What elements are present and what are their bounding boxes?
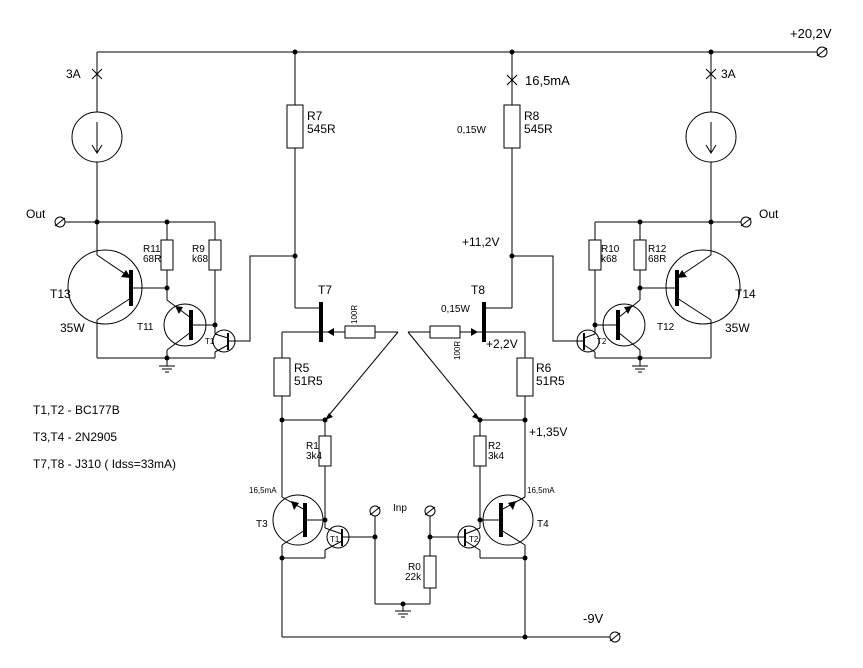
resistor-r1: R1 3k4 xyxy=(306,420,332,520)
right-current-source: 3A xyxy=(685,52,737,222)
resistor-r11: R11 68R xyxy=(143,222,174,300)
note-line-3: T7,T8 - J310 ( Idss=33mA) xyxy=(33,457,176,471)
r2-value: 3k4 xyxy=(488,451,505,462)
resistor-r12: R12 68R xyxy=(633,222,667,300)
transistor-t1: T1 xyxy=(205,325,242,358)
r1-name: R1 xyxy=(306,441,319,452)
r6-name: R6 xyxy=(536,361,552,375)
resistor-r8: R8 545R 0,15W xyxy=(457,52,553,308)
transistor-t14: T14 35W xyxy=(640,222,756,358)
transistor-t4: 16,5mA T4 xyxy=(480,420,555,637)
r2-name: R2 xyxy=(488,441,501,452)
t4-label: T4 xyxy=(537,519,549,530)
resistor-r9: R9 k68 xyxy=(167,221,222,325)
t3-current: 16,5mA xyxy=(249,486,277,495)
r6-value: 51R5 xyxy=(536,374,565,388)
r10-value: k68 xyxy=(601,254,618,265)
t4-current: 16,5mA xyxy=(527,486,555,495)
r8-value: 545R xyxy=(524,122,553,136)
t8-drain-voltage: +11,2V xyxy=(462,235,499,249)
resistor-r0: R0 22k xyxy=(405,555,437,604)
left-source-current: 3A xyxy=(66,67,81,81)
transistor-t1-input: T1 xyxy=(324,520,375,558)
t3-label: T3 xyxy=(256,519,268,530)
r12-value: 68R xyxy=(648,254,666,265)
r8-name: R8 xyxy=(524,109,540,123)
gate-left-value: 100R xyxy=(350,305,359,324)
cross-wire-left xyxy=(324,331,399,421)
left-output: Out xyxy=(26,207,167,228)
note-line-1: T1,T2 - BC177B xyxy=(33,403,120,417)
r0-name: R0 xyxy=(408,562,421,573)
t12-label: T12 xyxy=(657,322,675,333)
t13-power: 35W xyxy=(60,321,85,335)
t14-label: T14 xyxy=(735,287,756,301)
t1-input-label: T1 xyxy=(330,535,340,544)
t1-label: T1 xyxy=(205,337,215,346)
positive-rail: +20,2V xyxy=(97,26,832,58)
r11-value: 68R xyxy=(143,254,161,265)
input-right xyxy=(424,505,436,556)
r11-name: R11 xyxy=(143,244,161,255)
resistor-gate-left: 100R xyxy=(344,305,398,339)
r10-name: R10 xyxy=(601,244,620,255)
r1-value: 3k4 xyxy=(306,451,323,462)
cross-wire-right xyxy=(407,331,481,421)
right-output-label: Out xyxy=(759,207,779,221)
r5-name: R5 xyxy=(294,361,310,375)
t2-label: T2 xyxy=(597,337,607,346)
r9-name: R9 xyxy=(192,244,205,255)
negative-rail: -9V xyxy=(282,611,621,643)
r7-name: R7 xyxy=(307,109,323,123)
input-label: Inp xyxy=(393,503,407,514)
t11-label: T11 xyxy=(137,322,154,333)
ground-center xyxy=(395,604,411,618)
r6-bottom-voltage: +1,35V xyxy=(529,425,567,439)
transistor-t2-input: T2 xyxy=(430,520,481,558)
r9-value: k68 xyxy=(192,254,209,265)
t7-label: T7 xyxy=(318,283,332,297)
current-mark-mid: 16,5mA xyxy=(506,73,570,88)
resistor-r2: R2 3k4 xyxy=(473,420,505,520)
r7-value: 545R xyxy=(307,122,336,136)
resistor-gate-right: 100R xyxy=(408,325,462,360)
mid-branch-current: 16,5mA xyxy=(525,73,570,88)
part-notes: T1,T2 - BC177B T3,T4 - 2N2905 T7,T8 - J3… xyxy=(33,403,176,471)
t8-source-voltage: +2,2V xyxy=(486,337,518,351)
ground-right xyxy=(632,358,648,373)
resistor-r6: R6 51R5 xyxy=(516,357,565,420)
resistor-r5: R5 51R5 xyxy=(273,357,323,420)
transistor-t11: T11 xyxy=(137,299,215,358)
resistor-r7: R7 545R xyxy=(286,52,336,308)
transistor-t8: T8 0,15W +2,2V xyxy=(441,283,526,358)
input-left xyxy=(369,505,381,604)
t8-power: 0,15W xyxy=(441,304,470,315)
r12-name: R12 xyxy=(648,244,667,255)
positive-rail-label: +20,2V xyxy=(790,26,832,41)
transistor-t7: T7 xyxy=(281,283,345,358)
t14-power: 35W xyxy=(725,321,750,335)
r8-power: 0,15W xyxy=(457,125,486,136)
transistor-t13: T13 35W xyxy=(50,222,167,358)
negative-rail-label: -9V xyxy=(583,611,604,626)
gate-right-value: 100R xyxy=(453,341,462,360)
t13-label: T13 xyxy=(50,287,71,301)
r5-value: 51R5 xyxy=(294,374,323,388)
transistor-t12: T12 xyxy=(595,299,675,358)
transistor-t2: T2 xyxy=(570,325,607,358)
left-current-source: 3A xyxy=(66,52,123,222)
left-output-label: Out xyxy=(26,207,46,221)
t2-input-label: T2 xyxy=(469,535,479,544)
note-line-2: T3,T4 - 2N2905 xyxy=(33,430,117,444)
t8-label: T8 xyxy=(471,283,485,297)
resistor-r10: R10 k68 xyxy=(588,221,640,325)
r0-value: 22k xyxy=(405,572,422,583)
ground-left xyxy=(159,358,175,373)
right-output: Out xyxy=(640,207,779,228)
right-source-current: 3A xyxy=(721,67,736,81)
